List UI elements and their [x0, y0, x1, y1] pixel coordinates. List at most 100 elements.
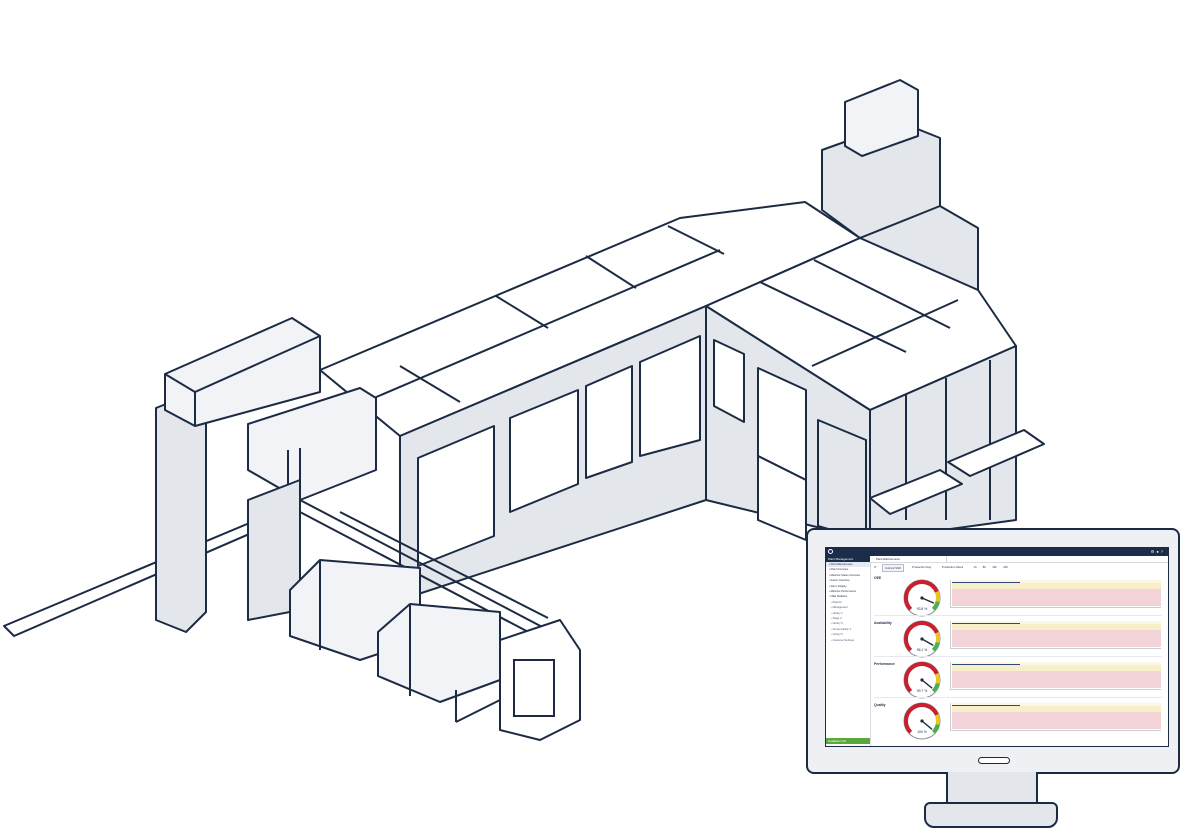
sidebar-item[interactable]: › Library 1 [831, 611, 843, 615]
gauge [903, 702, 941, 740]
gauge [903, 620, 941, 658]
gauge-hub [920, 596, 924, 600]
row-divider [874, 697, 1162, 698]
time-range-button[interactable]: 24h [1003, 565, 1008, 569]
sidebar-item[interactable]: › Screen facility 4 [831, 627, 851, 631]
sidebar-header: Plant Management [826, 556, 870, 562]
tab-strip: Plant Effectiveness [870, 556, 1168, 563]
trend-line [952, 623, 1020, 624]
band-r [952, 671, 1161, 688]
tab-plant-effectiveness[interactable]: Plant Effectiveness [872, 556, 947, 562]
gauge-arc [904, 662, 939, 693]
left-housing-top-box [164, 317, 321, 427]
band-y [952, 665, 1161, 671]
sidebar-item[interactable]: › Management [831, 606, 848, 610]
band-r [952, 589, 1161, 606]
status-bar: Installation OK [826, 738, 870, 744]
kpi-label: Quality [874, 703, 886, 707]
sidebar-item[interactable]: ▪ Machine Status Overview [829, 573, 861, 577]
gauge-arc [904, 703, 939, 734]
band-y [952, 583, 1161, 589]
sidebar-item[interactable]: ▪ Plant Overview [829, 568, 849, 572]
app-top-bar: ⚙●? [826, 548, 1168, 556]
sidebar-item[interactable]: › Library 5 [831, 633, 843, 637]
trend-chart [950, 580, 1161, 608]
kpi-label: Availability [874, 621, 892, 625]
window-3 [585, 365, 633, 479]
time-range-button[interactable]: 1h [973, 565, 977, 569]
gauge-arc [904, 580, 939, 611]
gauge-arc [934, 591, 940, 602]
gauge [903, 579, 941, 617]
shelf-1 [869, 469, 963, 515]
monitor: ⚙●? Plant Management ▪ Plant Effectivene… [806, 528, 1180, 774]
gauge-value: 100 % [917, 730, 927, 734]
row-divider [874, 615, 1162, 616]
monitor-stand-neck [946, 772, 1038, 804]
user-icon[interactable]: ● [1156, 549, 1161, 554]
gauge-arc [904, 621, 939, 652]
gauge-value: 93.8 % [916, 607, 928, 611]
sidebar-item[interactable]: ▪ Machine Performance [829, 590, 857, 594]
gauge-needle [921, 720, 933, 730]
gauge-hub [920, 719, 924, 723]
band-ylw [952, 703, 1161, 706]
side-window [713, 339, 745, 423]
kpi-label: Performance [874, 662, 895, 666]
help-icon[interactable]: ? [1160, 549, 1165, 554]
gauge-hub [920, 678, 924, 682]
loader-frame [247, 387, 377, 501]
sidebar-item[interactable]: › Customer Settings [831, 638, 854, 642]
time-range-button[interactable]: 12h [992, 565, 997, 569]
gauge-needle [921, 679, 933, 689]
time-range-button[interactable]: Production Week [941, 565, 964, 569]
window-4 [639, 335, 701, 457]
settings-icon[interactable]: ⚙ [1150, 549, 1157, 554]
band-y [952, 706, 1161, 712]
trend-line [952, 582, 1020, 583]
top-bar-icons: ⚙●? [1151, 549, 1165, 554]
sidebar-item[interactable]: ▪ OEE Statistics [829, 595, 848, 599]
gauge-arc [931, 682, 940, 693]
control-cabinet [817, 419, 867, 541]
monitor-power-button[interactable] [978, 757, 1010, 764]
hopper-2 [377, 603, 501, 703]
band-ylw [952, 580, 1161, 583]
gauge-arc [931, 641, 940, 652]
time-range-button[interactable]: 8h [982, 565, 986, 569]
band-ylw [952, 662, 1161, 665]
sidebar-item[interactable]: ▪ Andon Overview [829, 579, 850, 583]
row-divider [874, 656, 1162, 657]
time-range-toolbar: ⟳ Current Shift Production Day Production W… [870, 563, 1168, 572]
refresh-icon[interactable]: ⟳ [874, 565, 877, 569]
app-logo-icon [828, 549, 833, 554]
sidebar-item[interactable]: › Reports [831, 600, 842, 604]
support-frame [499, 619, 581, 741]
band-r [952, 630, 1161, 647]
gauge-needle [921, 597, 935, 604]
time-range-button[interactable]: Current Shift [882, 564, 904, 572]
trend-chart [950, 662, 1161, 690]
sidebar-item[interactable]: ▪ Plant Effectiveness [826, 562, 870, 568]
trend-chart [950, 621, 1161, 649]
band-y [952, 624, 1161, 630]
sidebar-list: ▪ Plant Effectiveness▪ Plant Overview▪ M… [826, 562, 870, 643]
sidebar-item[interactable]: › Library 3 [831, 622, 843, 626]
gauge [903, 661, 941, 699]
window-1 [417, 425, 495, 567]
kpi-label: OEE [874, 576, 882, 580]
trend-chart [950, 703, 1161, 731]
gauge-arc [934, 632, 940, 643]
time-range-button[interactable]: Production Day [912, 565, 932, 569]
sidebar-item[interactable]: › Stage 2 [831, 617, 842, 621]
gauge-value: 96.1 % [916, 648, 928, 652]
shelf-2 [947, 429, 1045, 477]
gauge-hub [920, 637, 924, 641]
monitor-stand-base [924, 802, 1058, 828]
gauge-arc [934, 673, 940, 684]
band-ylw [952, 621, 1161, 624]
gauge-arc [934, 714, 940, 725]
sidebar-item[interactable]: ▪ Alarm Display [829, 584, 847, 588]
gauge-arc [931, 723, 940, 734]
right-tower-top-box [844, 79, 919, 157]
